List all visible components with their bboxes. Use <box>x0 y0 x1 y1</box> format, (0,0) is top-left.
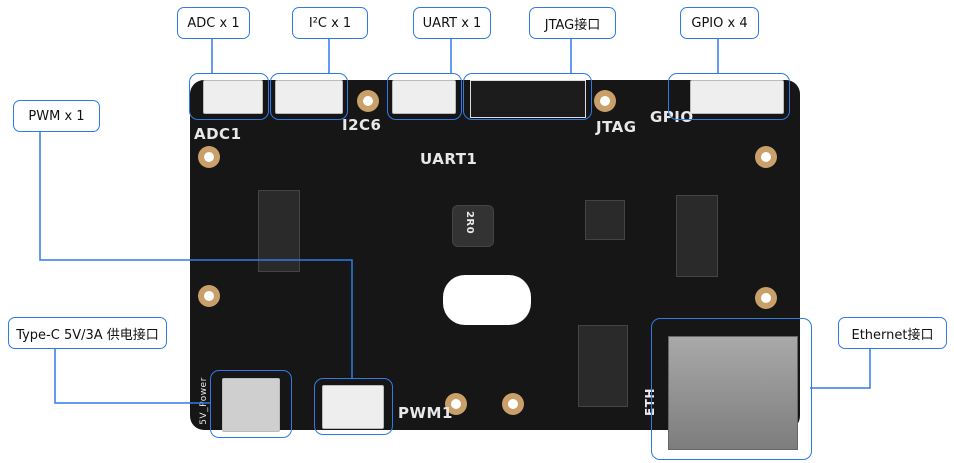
callout-uart: UART x 1 <box>413 7 491 39</box>
highlight-jtag <box>463 73 592 120</box>
gpio-connector <box>690 80 784 114</box>
silk-pwm: PWM1 <box>398 404 453 422</box>
uart-connector <box>392 80 456 114</box>
callout-typec: Type-C 5V/3A 供电接口 <box>8 317 167 349</box>
mounting-hole <box>594 90 616 112</box>
mounting-hole <box>445 393 467 415</box>
callout-i2c: I²C x 1 <box>292 7 368 39</box>
mounting-hole <box>502 393 524 415</box>
usb-c-port <box>222 378 280 432</box>
jtag-header <box>470 80 586 118</box>
i2c-connector <box>275 80 343 114</box>
highlight-gpio <box>668 73 790 120</box>
mounting-hole <box>198 285 220 307</box>
mounting-hole <box>198 146 220 168</box>
board-connector-left <box>258 190 300 272</box>
ethernet-transformer <box>578 325 628 407</box>
silk-adc: ADC1 <box>194 125 242 143</box>
board-connector-right <box>676 195 718 277</box>
mounting-hole <box>755 146 777 168</box>
callout-gpio: GPIO x 4 <box>680 7 759 39</box>
callout-ethernet: Ethernet接口 <box>838 317 947 349</box>
ethernet-jack <box>668 336 798 450</box>
board-cutout <box>443 275 531 325</box>
callout-pwm: PWM x 1 <box>13 100 100 132</box>
highlight-typec <box>210 370 292 438</box>
silk-jtag: JTAG <box>596 118 637 136</box>
highlight-pwm <box>314 378 393 435</box>
adc-connector <box>203 80 263 114</box>
callout-adc: ADC x 1 <box>177 7 250 39</box>
pwm-connector <box>322 385 384 429</box>
highlight-uart <box>387 73 462 120</box>
main-chip <box>585 200 625 240</box>
silk-uart: UART1 <box>420 150 478 168</box>
highlight-adc <box>189 73 269 120</box>
highlight-ethernet <box>651 318 812 460</box>
mounting-hole <box>357 90 379 112</box>
mounting-hole <box>755 287 777 309</box>
highlight-i2c <box>270 73 348 120</box>
silk-i2c: I2C6 <box>342 116 382 134</box>
callout-jtag: JTAG接口 <box>529 7 616 39</box>
inductor <box>452 205 494 247</box>
